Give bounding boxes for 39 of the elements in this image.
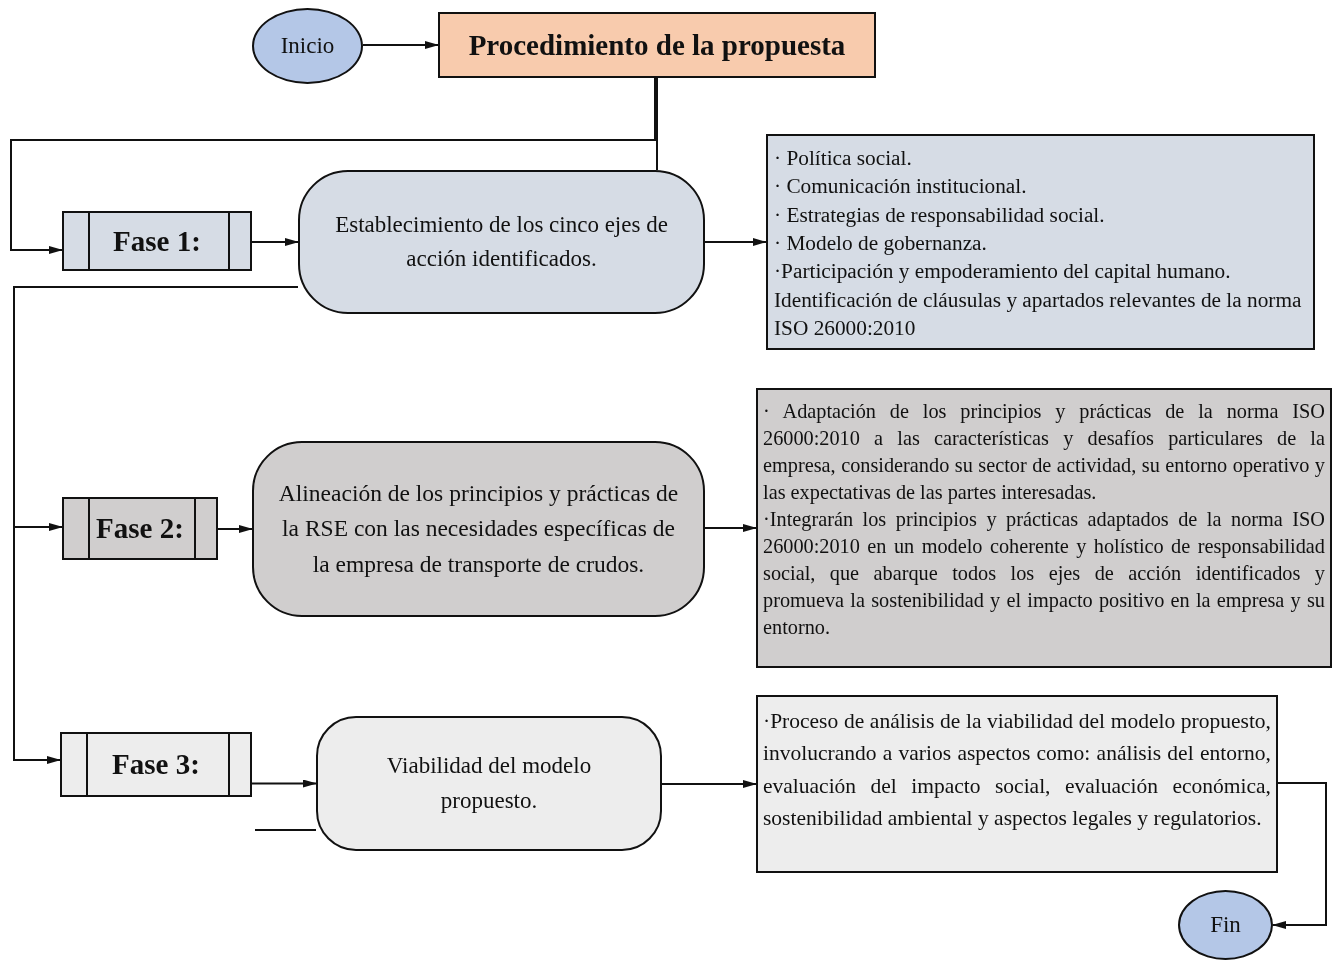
phase-label: Fase 3: [111, 747, 201, 782]
node-label: Establecimiento de los cinco ejes de acción identificados. [334, 210, 669, 273]
process-box [316, 716, 662, 851]
description-text: · Modelo de gobernanza. [774, 229, 988, 257]
arrow [251, 238, 299, 246]
connector-line [254, 829, 317, 831]
phase-box [60, 732, 252, 797]
phase-label: Fase 2: [95, 511, 185, 546]
description-text: · Adaptación de los principios y prácticas de la norma ISO 26000:2010 a las características y desafíos particulares de la empresa, considerando su sector de actividad, su entorno operativo y las expectativas de las partes interesadas. [763, 399, 1325, 506]
arrow [661, 780, 757, 788]
text-box [756, 695, 1278, 873]
description-text: Identificación de cláusulas y apartados relevantes de la norma ISO 26000:2010 [774, 286, 1303, 342]
node-label: Alineación de los principios y prácticas de la RSE con las necesidades específicas de la empresa de transporte de crudos. [277, 479, 680, 579]
arrow [704, 238, 767, 246]
arrow [217, 525, 253, 533]
description-text: ·Proceso de análisis de la viabilidad del modelo propuesto, involucrando a varios aspectos como: análisis del entorno, evaluación del impacto social, evaluación económica, sostenibilidad ambiental y aspectos legales y regulatorios. [763, 708, 1271, 832]
node-label: Inicio [279, 32, 336, 60]
description-text: · Política social. [774, 145, 913, 172]
description-text: · Comunicación institucional. [774, 173, 1028, 201]
arrow [251, 779, 317, 788]
description-text: ·Integrarán los principios y prácticas adaptados de la norma ISO 26000:2010 en un modelo coherente y holístico de responsabilidad social, que abarque todos los ejes de acción identificados y promueva la sostenibilidad y el impacto positivo en la empresa y su entorno. [763, 506, 1325, 640]
description-text: ·Participación y empoderamiento del capital humano. [774, 258, 1232, 286]
node-label: Viabilidad del modelo propuesto. [385, 752, 593, 815]
process-box [298, 170, 705, 314]
phase-box [62, 211, 252, 271]
node-label: Fin [1209, 911, 1242, 939]
arrow [704, 524, 757, 532]
text-box [766, 134, 1315, 350]
text-box [756, 388, 1332, 668]
phase-box [62, 497, 218, 560]
connector-line [656, 77, 658, 171]
description-text: · Estrategias de responsabilidad social. [774, 201, 1106, 229]
arrow [362, 41, 439, 49]
process-box [252, 441, 705, 617]
phase-label: Fase 1: [112, 223, 202, 259]
arrow [1272, 782, 1327, 929]
title-box [438, 12, 876, 78]
node-label: Procedimiento de la propuesta [467, 27, 847, 63]
arrow [10, 77, 656, 254]
